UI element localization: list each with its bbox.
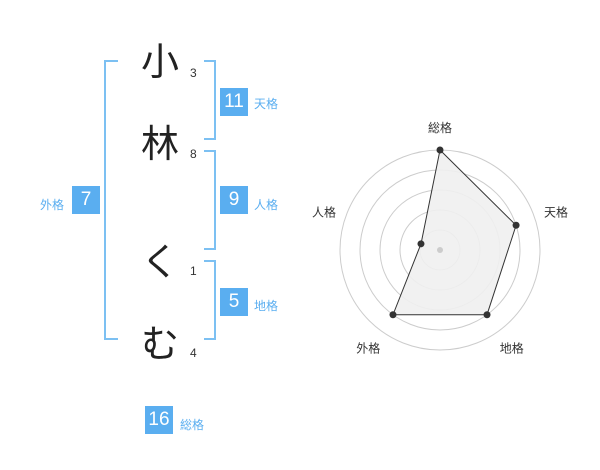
radar-point-5 [417, 240, 425, 248]
name-char-3: く [140, 240, 179, 284]
gaikaku-value: 7 [72, 186, 100, 214]
chikaku-value: 5 [220, 288, 248, 316]
radar-point-4 [389, 311, 397, 319]
soukaku-value: 16 [145, 406, 173, 434]
radar-series-polygon [392, 148, 517, 316]
radar-axis-label-2: 天格 [544, 204, 568, 219]
name-char-4: む [140, 322, 179, 366]
radar-axis-label-4: 外格 [356, 341, 380, 356]
radar-axis-label-3: 地格 [500, 341, 524, 356]
radar-axis-label-5: 人格 [312, 204, 336, 219]
tenkaku-bracket [204, 60, 216, 140]
tenkaku-value: 11 [220, 88, 248, 116]
name-char-2: 林 [140, 122, 179, 166]
stroke-count-3: 1 [190, 264, 197, 278]
name-char-1: 小 [140, 40, 179, 84]
jinkaku-bracket [204, 150, 216, 250]
radar-point-1 [436, 146, 444, 154]
radar-axis-label-1: 総格 [428, 120, 452, 135]
soukaku-label: 総格 [180, 418, 205, 432]
radar-center-dot [437, 247, 443, 253]
jinkaku-value: 9 [220, 186, 248, 214]
chikaku-bracket [204, 260, 216, 340]
tenkaku-label: 天格 [254, 97, 279, 111]
stroke-count-4: 4 [190, 346, 197, 360]
stroke-count-2: 8 [190, 147, 197, 161]
chikaku-label: 地格 [254, 299, 279, 313]
gaikaku-bracket [104, 60, 118, 340]
gaikaku-label: 外格 [40, 198, 65, 212]
radar-point-3 [483, 311, 491, 319]
radar-point-2 [512, 221, 520, 229]
stroke-count-1: 3 [190, 66, 197, 80]
jinkaku-label: 人格 [254, 198, 279, 212]
